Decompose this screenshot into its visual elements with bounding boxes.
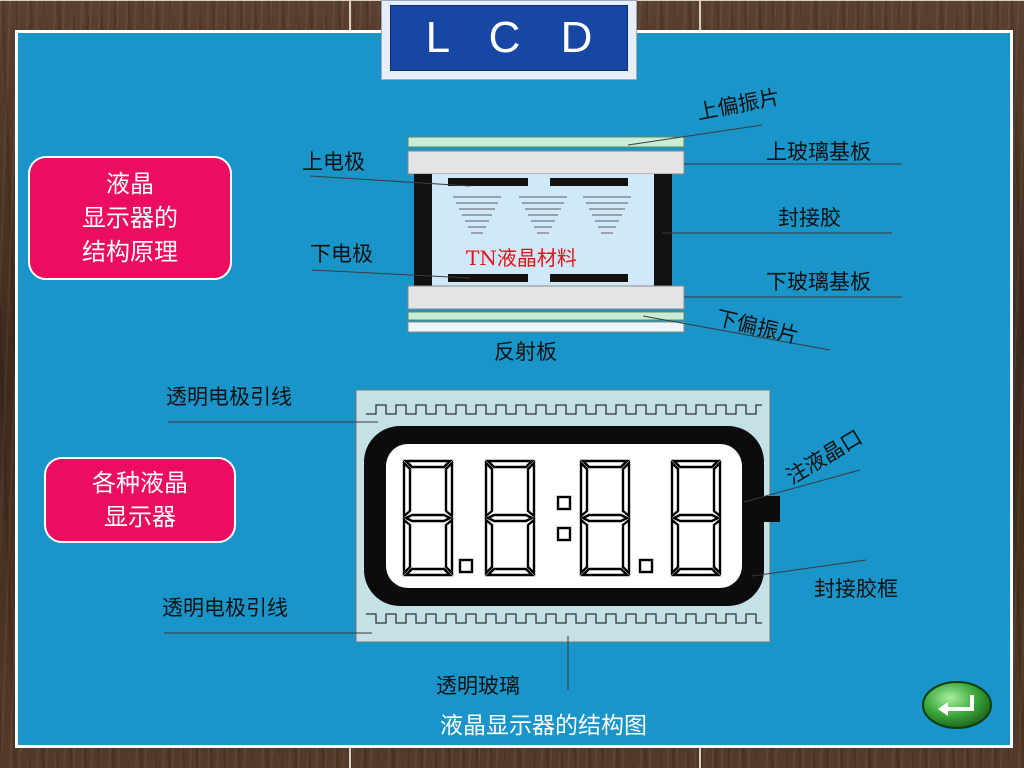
lcd-types-button[interactable]: 各种液晶 显示器: [44, 457, 236, 543]
fill-port: [758, 496, 780, 522]
upper-electrode: [550, 178, 628, 186]
display-window: [386, 444, 742, 588]
button-line: 结构原理: [82, 238, 178, 266]
label-lower-electrode: 下电极: [310, 242, 373, 266]
cross-section-diagram: [309, 124, 902, 351]
lower-glass: [407, 285, 685, 310]
upper-polarizer: [407, 136, 685, 148]
upper-glass: [407, 150, 685, 175]
button-line: 显示器的: [82, 204, 178, 232]
lcd-module-diagram: [164, 389, 867, 690]
label-sealant-frame: 封接胶框: [814, 577, 898, 601]
upper-electrode: [448, 178, 528, 186]
grid-line: [349, 748, 351, 768]
label-electrode-lead-top: 透明电极引线: [166, 385, 292, 409]
back-button[interactable]: [920, 679, 994, 731]
label-reflector: 反射板: [494, 340, 557, 364]
return-arrow-icon: [922, 681, 992, 729]
slide-title: L C D: [390, 5, 628, 71]
grid-line: [349, 0, 351, 30]
label-lower-glass: 下玻璃基板: [766, 270, 871, 294]
lower-electrode: [448, 274, 528, 282]
button-line: 显示器: [104, 503, 176, 531]
lower-electrode: [550, 274, 628, 282]
button-line: 各种液晶: [92, 469, 188, 497]
grid-line: [699, 748, 701, 768]
figure-caption: 液晶显示器的结构图: [440, 713, 647, 739]
leader-lines: [309, 124, 902, 351]
lower-polarizer: [407, 311, 685, 321]
label-upper-electrode: 上电极: [302, 150, 365, 174]
label-sealant: 封接胶: [778, 206, 841, 230]
reflector: [407, 321, 685, 333]
label-liquid-crystal: TN液晶材料: [466, 246, 577, 270]
label-transparent-glass: 透明玻璃: [436, 674, 520, 698]
module-leader-lines: [164, 421, 867, 690]
sealant-right: [654, 174, 672, 286]
electrode-lead-top: [366, 404, 762, 415]
structure-principle-button[interactable]: 液晶 显示器的 结构原理: [28, 156, 232, 280]
lc-molecules: [453, 196, 631, 234]
label-electrode-lead-bottom: 透明电极引线: [162, 596, 288, 620]
grid-line: [699, 0, 701, 30]
electrode-lead-bottom: [366, 613, 762, 624]
seven-segment-digits: [402, 459, 722, 577]
sealant-left: [414, 174, 432, 286]
button-line: 液晶: [106, 170, 154, 198]
lc-cavity: [430, 174, 656, 286]
title-frame: L C D: [381, 0, 637, 80]
label-upper-glass: 上玻璃基板: [766, 140, 871, 164]
